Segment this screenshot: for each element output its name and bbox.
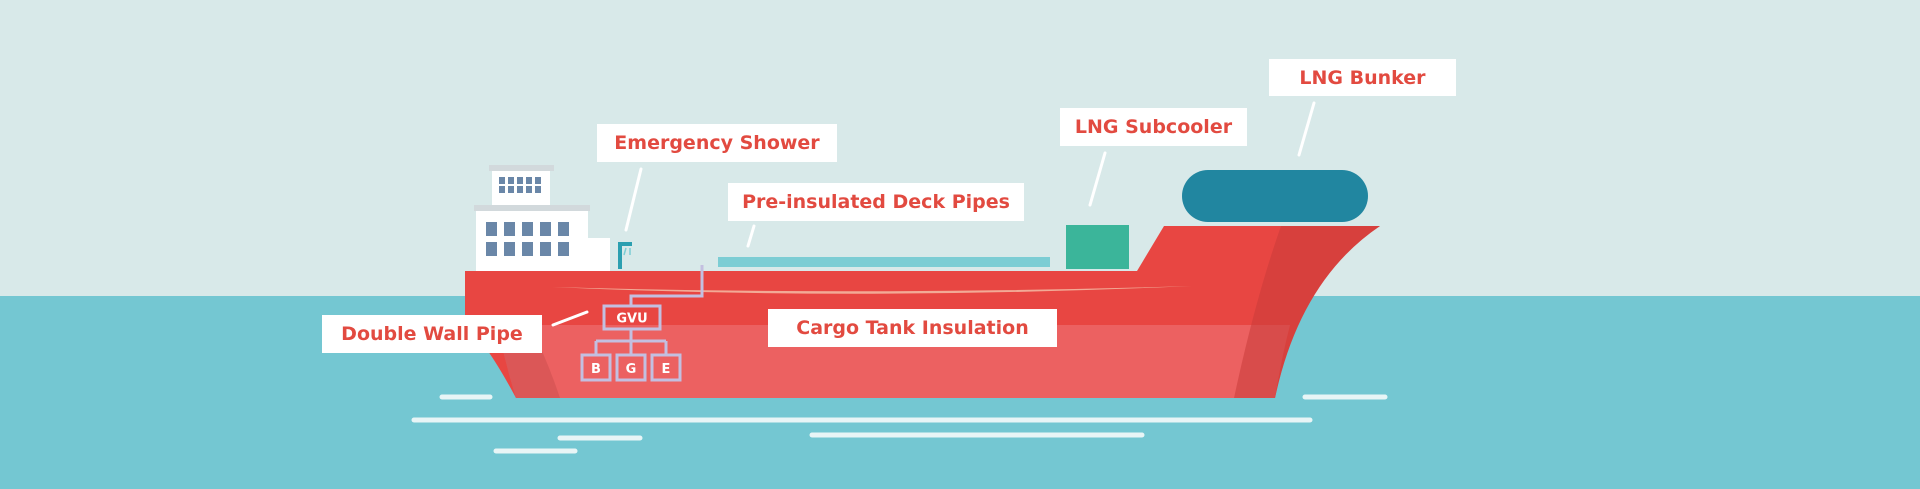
lng-subcooler-unit — [1066, 225, 1129, 269]
gvu-child-label: G — [626, 362, 637, 377]
shower-spray — [623, 247, 627, 256]
leader-line-deck-pipes — [746, 224, 756, 248]
callout-lng-subcooler: LNG Subcooler — [1060, 108, 1247, 146]
lng-bunker-tank — [1182, 170, 1368, 222]
leader-lines — [551, 101, 1316, 327]
window — [486, 242, 497, 256]
window — [535, 186, 541, 193]
gvu-child-frame — [615, 353, 647, 382]
window — [486, 222, 497, 236]
callout-deck-pipes: Pre-insulated Deck Pipes — [728, 183, 1024, 221]
window — [517, 177, 523, 184]
deck-pipe — [718, 257, 1050, 267]
window — [499, 186, 505, 193]
bridge-roof — [489, 165, 554, 171]
window — [522, 242, 533, 256]
gvu-child-frame — [650, 353, 682, 382]
window — [499, 177, 505, 184]
callout-lng-bunker: LNG Bunker — [1269, 59, 1456, 96]
window — [540, 222, 551, 236]
window — [508, 177, 514, 184]
window — [526, 177, 532, 184]
leader-line-double-wall-pipe — [551, 310, 589, 327]
window — [558, 222, 569, 236]
gvu-pipe-line — [629, 265, 704, 306]
gvu-box-frame — [602, 304, 662, 331]
gvu-child-frame — [580, 353, 612, 382]
leader-line-emergency-shower — [624, 167, 643, 232]
shower-post — [618, 243, 622, 269]
window — [558, 242, 569, 256]
leader-line-lng-subcooler — [1088, 151, 1107, 207]
window — [504, 222, 515, 236]
gvu-child-g: G — [615, 353, 647, 382]
callout-double-wall-pipe: Double Wall Pipe — [322, 315, 542, 353]
sky — [0, 0, 1920, 296]
window — [522, 222, 533, 236]
bridge-windows — [499, 177, 541, 193]
water-lines — [411, 394, 1388, 454]
callout-cargo-tank-insulation: Cargo Tank Insulation — [768, 309, 1057, 347]
deckhouse-annex — [587, 238, 610, 273]
window — [504, 242, 515, 256]
gvu-child-label: B — [591, 362, 601, 377]
gvu-circuit — [594, 265, 704, 355]
gvu-child-e: E — [650, 353, 682, 382]
leader-line-lng-bunker — [1297, 101, 1316, 157]
cargo-tank-highlight — [552, 286, 1192, 294]
window — [535, 177, 541, 184]
hull-lower — [497, 325, 1290, 398]
deckhouse-windows — [486, 222, 569, 256]
emergency-shower-fixture — [618, 242, 632, 269]
window — [517, 186, 523, 193]
shower-arm — [618, 242, 632, 246]
superstructure — [474, 165, 610, 273]
gvu-label: GVU — [616, 312, 647, 327]
gvu-box: GVU — [602, 304, 662, 331]
callout-emergency-shower: Emergency Shower — [597, 124, 837, 162]
window — [508, 186, 514, 193]
deckhouse-roof — [474, 205, 590, 211]
hull-bow-shade — [1234, 226, 1380, 398]
window — [540, 242, 551, 256]
window — [526, 186, 532, 193]
gvu-child-label: E — [662, 362, 671, 377]
gvu-child-b: B — [580, 353, 612, 382]
